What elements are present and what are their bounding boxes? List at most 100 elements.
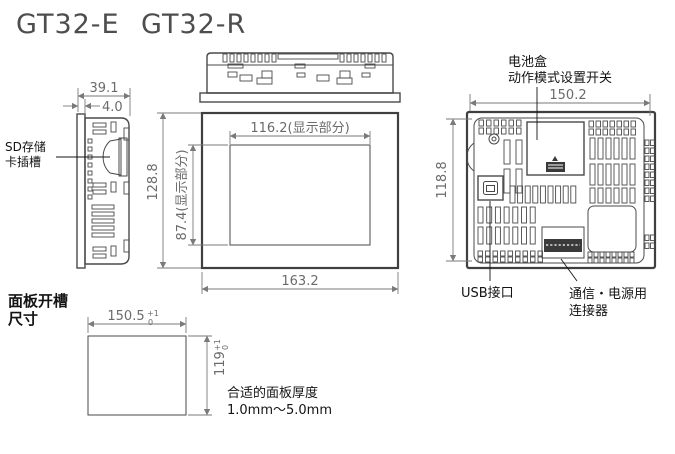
vent-slot (623, 257, 629, 264)
vent-slot (602, 120, 608, 128)
vent-slot (239, 74, 253, 82)
thickness-note-line1: 合适的面板厚度 (227, 385, 318, 401)
vent-slot (91, 218, 115, 224)
vent-slot (616, 120, 622, 128)
vent-slot (486, 127, 492, 135)
vent-slot (222, 53, 228, 63)
vent-slot (644, 195, 650, 202)
side-vents (87, 121, 130, 259)
top-vents (222, 53, 387, 85)
vent-slot (507, 250, 513, 257)
model-name-1: GT32-E (16, 9, 120, 40)
vent-slot (562, 185, 569, 204)
top-view (199, 52, 401, 103)
vent-slot (623, 120, 629, 128)
dim-rear-height-value: 118.8 (435, 161, 450, 198)
dim-side-depth-value: 39.1 (90, 81, 119, 96)
vent-slot (512, 226, 519, 245)
dim-front-height: 128.8 (146, 112, 201, 269)
sd-slot-label-line2: 卡插槽 (5, 155, 41, 169)
vent-slot (493, 127, 499, 135)
vent-slot (650, 163, 655, 170)
vent-slot (92, 253, 107, 259)
rear-inner-panel (473, 117, 645, 264)
display-area (229, 144, 371, 246)
vent-slot (609, 128, 615, 136)
dim-cutout-height: 119 +1 0 (188, 335, 230, 416)
vent-slot (617, 251, 623, 258)
mode-switch (546, 156, 565, 172)
vent-slot (515, 139, 523, 165)
vent-slot (264, 53, 270, 63)
vent-slot (532, 185, 539, 204)
vent-slot (361, 72, 371, 78)
vent-slot (629, 163, 636, 186)
vent-slot (87, 178, 93, 184)
vent-slot (650, 195, 655, 202)
vent-slot (650, 179, 655, 186)
cutout-heading-line1: 面板开槽 (8, 292, 68, 310)
vent-slot (587, 257, 593, 264)
vent-slot (617, 257, 623, 264)
mode-switch-label: 动作模式设置开关 (508, 71, 612, 86)
vent-slot (503, 226, 510, 245)
vent-slot (360, 53, 366, 63)
vent-slot (589, 137, 596, 160)
vent-slot (91, 204, 115, 210)
vent-slot (537, 256, 543, 263)
vent-slot (644, 147, 650, 154)
vent-slot (516, 127, 522, 135)
vent-slot (243, 53, 249, 63)
dim-cutout-height-tol-minus: 0 (221, 345, 230, 350)
vent-slot (336, 77, 353, 85)
vent-slot (92, 189, 107, 195)
vent-slot (555, 185, 562, 204)
battery-box (526, 121, 585, 176)
vent-slot (110, 245, 117, 257)
vent-slot (87, 194, 93, 200)
vent-slot (524, 185, 531, 204)
cutout-rectangle (87, 335, 187, 416)
panel-cutout-view: 面板开槽 尺寸 150.5 +1 0 119 +1 0 合适的面板厚度 1.0m… (8, 292, 332, 418)
vent-slot (611, 251, 617, 258)
usb-port (477, 175, 504, 201)
vent-slot (621, 187, 628, 204)
vent-slot (530, 256, 536, 263)
vent-slot (517, 185, 524, 204)
vent-slot (91, 211, 115, 217)
sd-card-slot-rear (466, 142, 475, 172)
dim-display-width: 116.2(显示部分) (229, 121, 371, 144)
vent-slot (486, 226, 493, 245)
vent-slot (521, 226, 527, 245)
vent-slot (110, 181, 117, 193)
vent-slot (650, 171, 655, 178)
vent-slot (644, 163, 650, 170)
usb-label: USB接口 (461, 201, 514, 301)
vent-slot (92, 246, 107, 252)
vent-slot (92, 182, 107, 188)
dim-rear-width-value: 150.2 (549, 88, 586, 103)
vent-slot (597, 187, 604, 204)
vent-slot (629, 137, 636, 160)
side-view: 39.1 4.0 SD存储 卡插槽 (5, 81, 131, 269)
panel-thickness-note: 合适的面板厚度 1.0mm～5.0mm (227, 385, 332, 418)
vent-slot (367, 53, 373, 63)
rear-vents (477, 119, 655, 264)
dim-front-height-value: 128.8 (146, 163, 161, 200)
vent-slot (477, 256, 483, 263)
vent-slot (522, 250, 528, 257)
vent-slot (616, 128, 622, 136)
vent-slot (494, 226, 501, 245)
vent-slot (364, 63, 376, 69)
vent-slot (611, 257, 617, 264)
vent-slot (623, 251, 629, 258)
vent-slot (593, 251, 599, 258)
sd-card-slot-housing (118, 137, 128, 177)
vent-slot (486, 206, 493, 224)
rear-outline (465, 110, 657, 270)
front-view: 116.2(显示部分) 87.4(显示部分) 128.8 163.2 (146, 111, 400, 294)
dim-rear-height: 118.8 (435, 118, 472, 262)
vent-slot (602, 128, 608, 136)
